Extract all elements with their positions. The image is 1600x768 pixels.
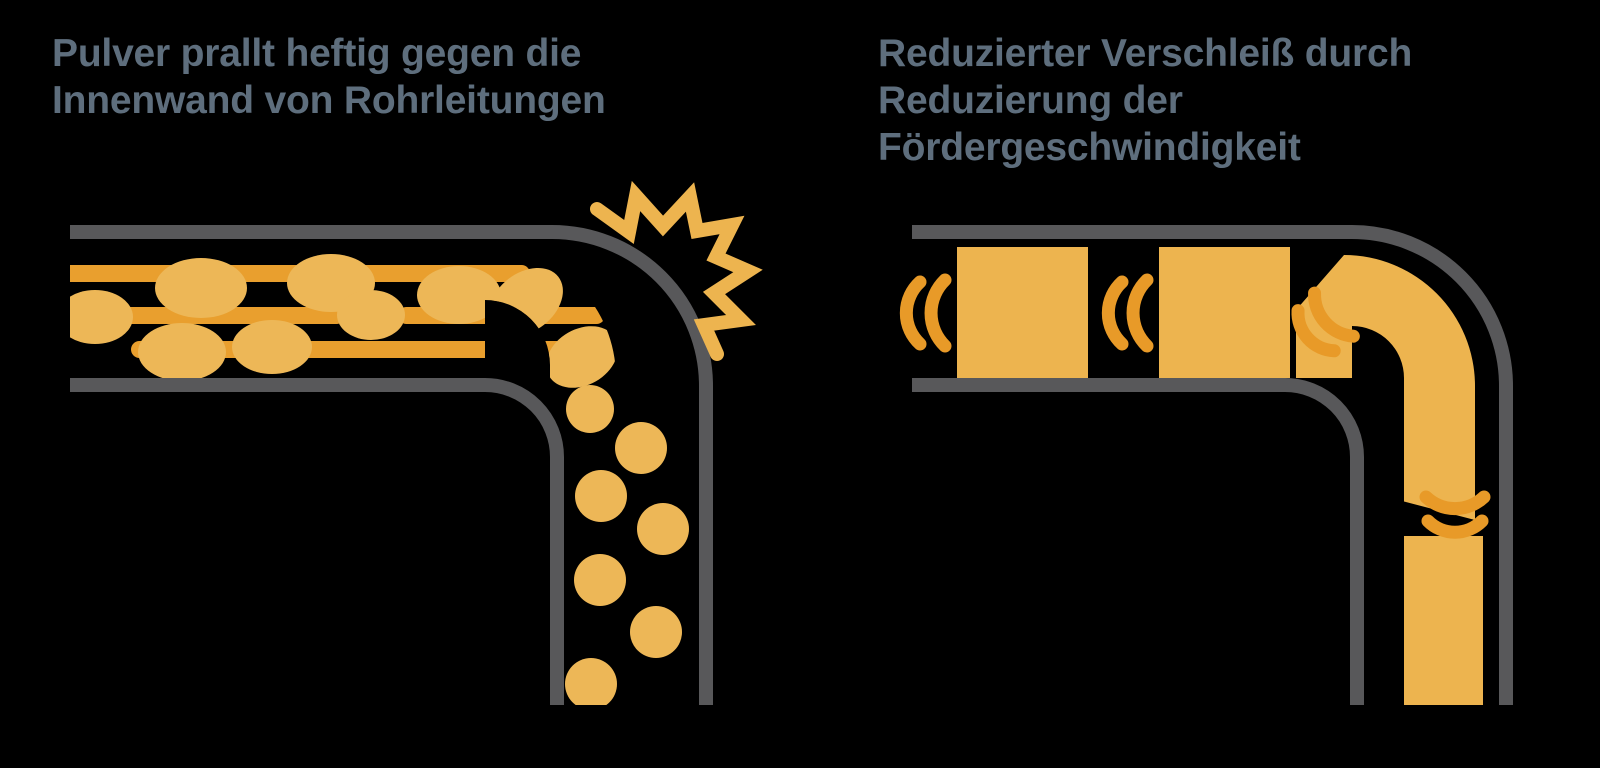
pipe-walls-right bbox=[912, 225, 1513, 705]
pipe-walls-left bbox=[70, 225, 713, 705]
pipe-outer-wall-left bbox=[70, 225, 713, 705]
panel-plug-conveying: Reduzierter Verschleiß durch Reduzierung… bbox=[800, 0, 1600, 768]
pipe-inner-wall-right bbox=[912, 378, 1364, 705]
panel-left-title: Pulver prallt heftig gegen die Innenwand… bbox=[52, 32, 606, 122]
powder-particles bbox=[57, 254, 689, 705]
plug-3 bbox=[1404, 536, 1483, 705]
impact-burst-icon bbox=[590, 180, 763, 361]
motion-arc-pair-4 bbox=[1419, 490, 1491, 539]
motion-arc-pair-3 bbox=[1291, 286, 1360, 358]
pipe-inner-wall-left bbox=[70, 378, 564, 705]
motion-arc-pair-1 bbox=[899, 273, 952, 353]
plug-elbow bbox=[1296, 255, 1475, 520]
pipe-flow-left bbox=[57, 254, 689, 705]
panel-high-velocity: Pulver prallt heftig gegen die Innenwand… bbox=[52, 32, 763, 705]
plug-2 bbox=[1159, 247, 1290, 378]
pipe-elbow-plug-flow-diagram bbox=[899, 225, 1513, 705]
pipe-outer-wall-right bbox=[912, 225, 1513, 705]
panel-right-title: Reduzierter Verschleiß durch Reduzierung… bbox=[878, 32, 1413, 169]
motion-arc-pair-2 bbox=[1101, 273, 1154, 353]
plug-1 bbox=[957, 247, 1088, 378]
motion-arc-marks bbox=[899, 273, 1491, 539]
pipe-elbow-abrasion-diagram bbox=[57, 180, 763, 705]
material-plugs bbox=[957, 247, 1483, 705]
